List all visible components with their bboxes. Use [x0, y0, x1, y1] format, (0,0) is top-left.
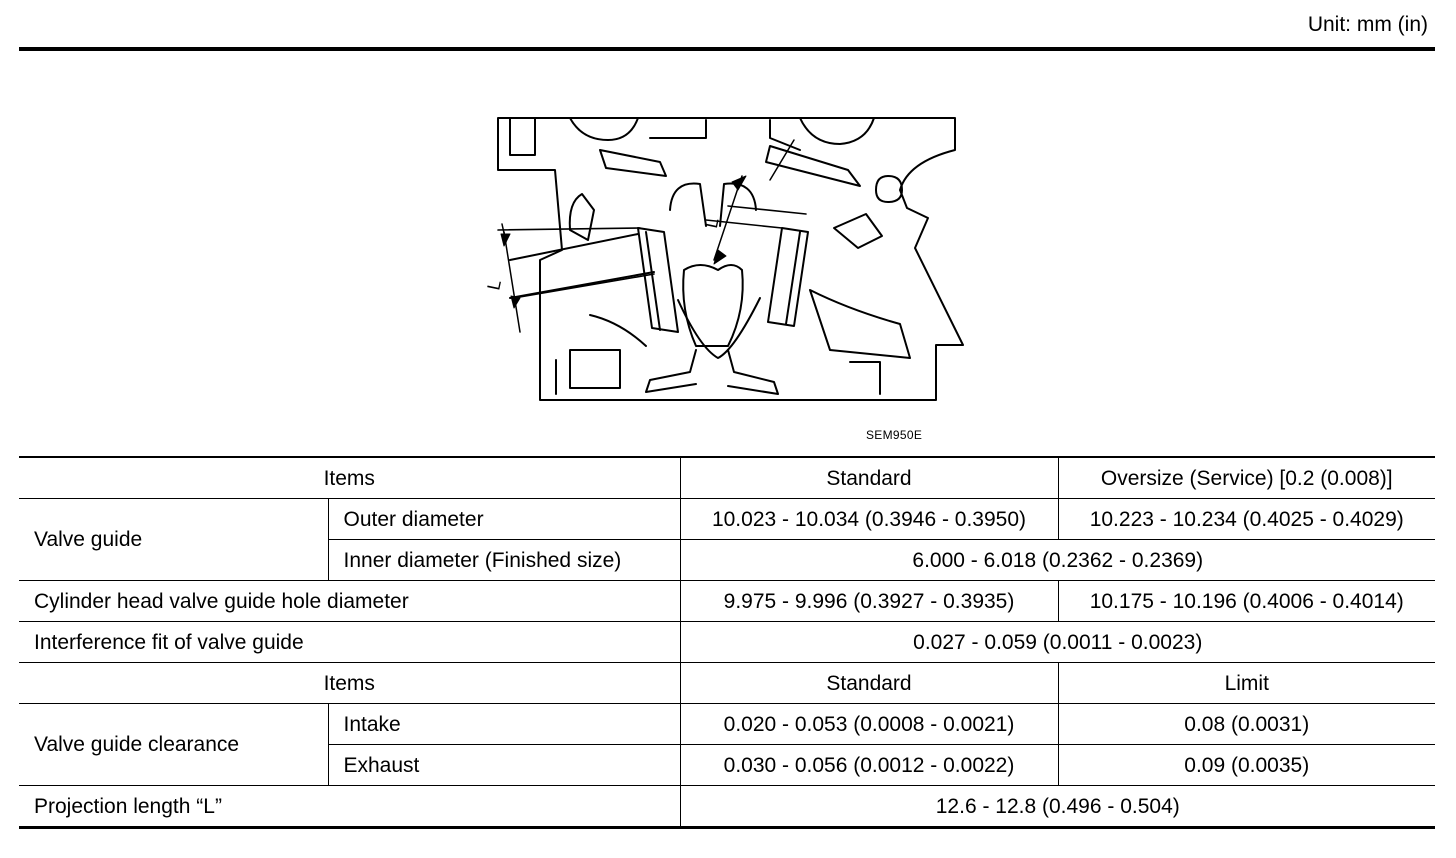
table-row: Exhaust 0.030 - 0.056 (0.0012 - 0.0022) … [19, 744, 1435, 786]
hole-diameter-standard: 9.975 - 9.996 (0.3927 - 0.3935) [679, 580, 1059, 622]
intake-label: Intake [327, 703, 681, 745]
outer-diameter-standard: 10.023 - 10.034 (0.3946 - 0.3950) [679, 498, 1059, 540]
intake-limit: 0.08 (0.0031) [1057, 703, 1435, 745]
table-row: Valve guide Outer diameter 10.023 - 10.0… [19, 498, 1435, 581]
cylinder-head-diagram: L L [483, 117, 964, 401]
exhaust-standard: 0.030 - 0.056 (0.0012 - 0.0022) [679, 744, 1059, 786]
projection-length-label: Projection length “L” [19, 785, 681, 829]
clearance-label: Valve guide clearance [19, 703, 329, 786]
exhaust-label: Exhaust [328, 744, 681, 786]
table-row: Projection length “L” 12.6 - 12.8 (0.496… [19, 785, 1435, 829]
table-row: Valve guide clearance Intake 0.020 - 0.0… [19, 703, 1435, 786]
interference-fit-label: Interference fit of valve guide [19, 621, 681, 663]
figure-code: SEM950E [866, 428, 923, 442]
hole-diameter-oversize: 10.175 - 10.196 (0.4006 - 0.4014) [1057, 580, 1435, 622]
header-items-2: Items [19, 662, 681, 704]
valve-guide-label: Valve guide [19, 498, 329, 581]
table-row: Interference fit of valve guide 0.027 - … [19, 621, 1435, 663]
left-dimension-label: L [483, 278, 505, 292]
header-items: Items [19, 456, 681, 499]
inner-diameter-value: 6.000 - 6.018 (0.2362 - 0.2369) [679, 539, 1435, 581]
top-rule [19, 47, 1435, 51]
projection-length-value: 12.6 - 12.8 (0.496 - 0.504) [679, 785, 1435, 829]
exhaust-limit: 0.09 (0.0035) [1057, 744, 1435, 786]
header-limit: Limit [1057, 662, 1435, 704]
table-row: Cylinder head valve guide hole diameter … [19, 580, 1435, 622]
header-oversize: Oversize (Service) [0.2 (0.008)] [1057, 456, 1435, 499]
valve-guide-spec-table: Items Standard Oversize (Service) [0.2 (… [19, 456, 1435, 829]
table-row: Inner diameter (Finished size) 6.000 - 6… [19, 539, 1435, 581]
table-header-row: Items Standard Oversize (Service) [0.2 (… [19, 456, 1435, 499]
unit-label: Unit: mm (in) [1307, 13, 1428, 36]
right-dimension-label: L [701, 216, 723, 230]
inner-diameter-label: Inner diameter (Finished size) [328, 539, 681, 581]
intake-standard: 0.020 - 0.053 (0.0008 - 0.0021) [679, 703, 1059, 745]
table-header-row: Items Standard Limit [19, 662, 1435, 704]
outer-diameter-oversize: 10.223 - 10.234 (0.4025 - 0.4029) [1057, 498, 1435, 540]
outer-diameter-label: Outer diameter [327, 498, 681, 540]
header-standard: Standard [679, 456, 1059, 499]
header-standard-2: Standard [679, 662, 1059, 704]
hole-diameter-label: Cylinder head valve guide hole diameter [19, 580, 681, 622]
interference-fit-value: 0.027 - 0.059 (0.0011 - 0.0023) [679, 621, 1435, 663]
